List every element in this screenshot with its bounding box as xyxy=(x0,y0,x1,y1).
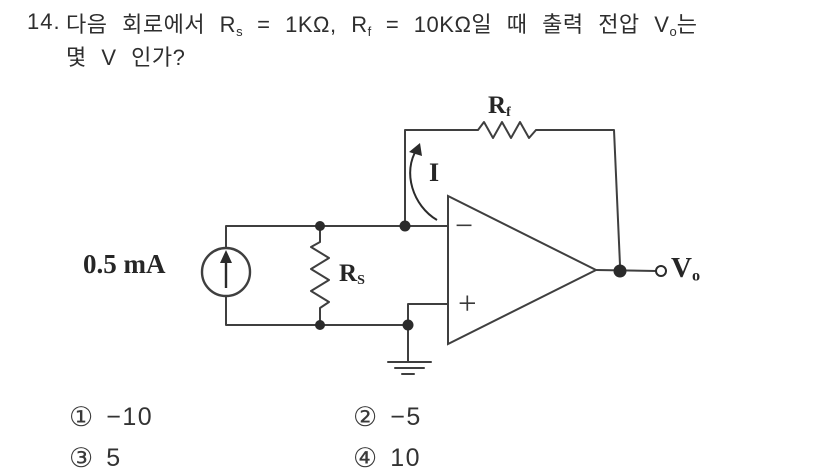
option-2-marker: ② xyxy=(353,402,378,432)
option-2: ② −5 xyxy=(353,403,422,432)
question-text: = 1KΩ, R xyxy=(242,12,368,37)
rf-subscript: f xyxy=(506,105,511,121)
junction-nodes xyxy=(315,220,627,331)
rf-base: R xyxy=(488,92,507,119)
option-2-value: −5 xyxy=(390,403,422,431)
question-line1: 다음 회로에서 Rs = 1KΩ, Rf = 10KΩ일 때 출력 전압 Vo는 xyxy=(66,7,697,39)
option-1-marker: ① xyxy=(69,402,94,432)
question-line2: 몇 V 인가? xyxy=(66,45,186,70)
option-3-value: 5 xyxy=(106,444,122,472)
rs-base: R xyxy=(339,260,358,287)
vo-subscript: o xyxy=(691,266,701,285)
question-text: 다음 회로에서 R xyxy=(66,12,237,37)
option-4-marker: ④ xyxy=(353,443,378,473)
subscript-s: s xyxy=(236,24,243,39)
rs-label: RS xyxy=(339,261,365,288)
ground-icon xyxy=(387,324,432,375)
rf-resistor-icon xyxy=(477,121,537,139)
option-3-marker: ③ xyxy=(69,443,94,473)
option-4-value: 10 xyxy=(390,444,422,472)
opamp-noninverting-input-sign: + xyxy=(458,286,477,322)
opamp-inverting-input-sign: − xyxy=(455,207,474,243)
question-text: 는 xyxy=(676,12,698,37)
output-terminal-icon xyxy=(655,265,667,277)
option-1: ① −10 xyxy=(69,403,153,432)
question-number: 14. xyxy=(27,9,61,34)
current-source-label: 0.5 mA xyxy=(83,249,166,279)
rs-resistor-icon xyxy=(310,241,330,309)
current-source-icon xyxy=(200,246,252,298)
option-4: ④ 10 xyxy=(353,444,421,473)
rf-label: Rf xyxy=(488,93,511,120)
output-voltage-label: Vo xyxy=(671,254,700,284)
question-text: = 10KΩ일 때 출력 전압 V xyxy=(371,12,670,37)
wires xyxy=(225,129,657,326)
feedback-current-label: I xyxy=(429,158,440,187)
opamp-icon xyxy=(447,194,599,346)
rs-subscript: S xyxy=(357,273,365,289)
option-3: ③ 5 xyxy=(69,444,122,473)
option-1-value: −10 xyxy=(106,403,154,431)
subscript-f: f xyxy=(367,24,372,39)
feedback-current-arrow-icon xyxy=(409,143,438,221)
vo-base: V xyxy=(671,252,692,284)
subscript-o: o xyxy=(669,24,677,39)
